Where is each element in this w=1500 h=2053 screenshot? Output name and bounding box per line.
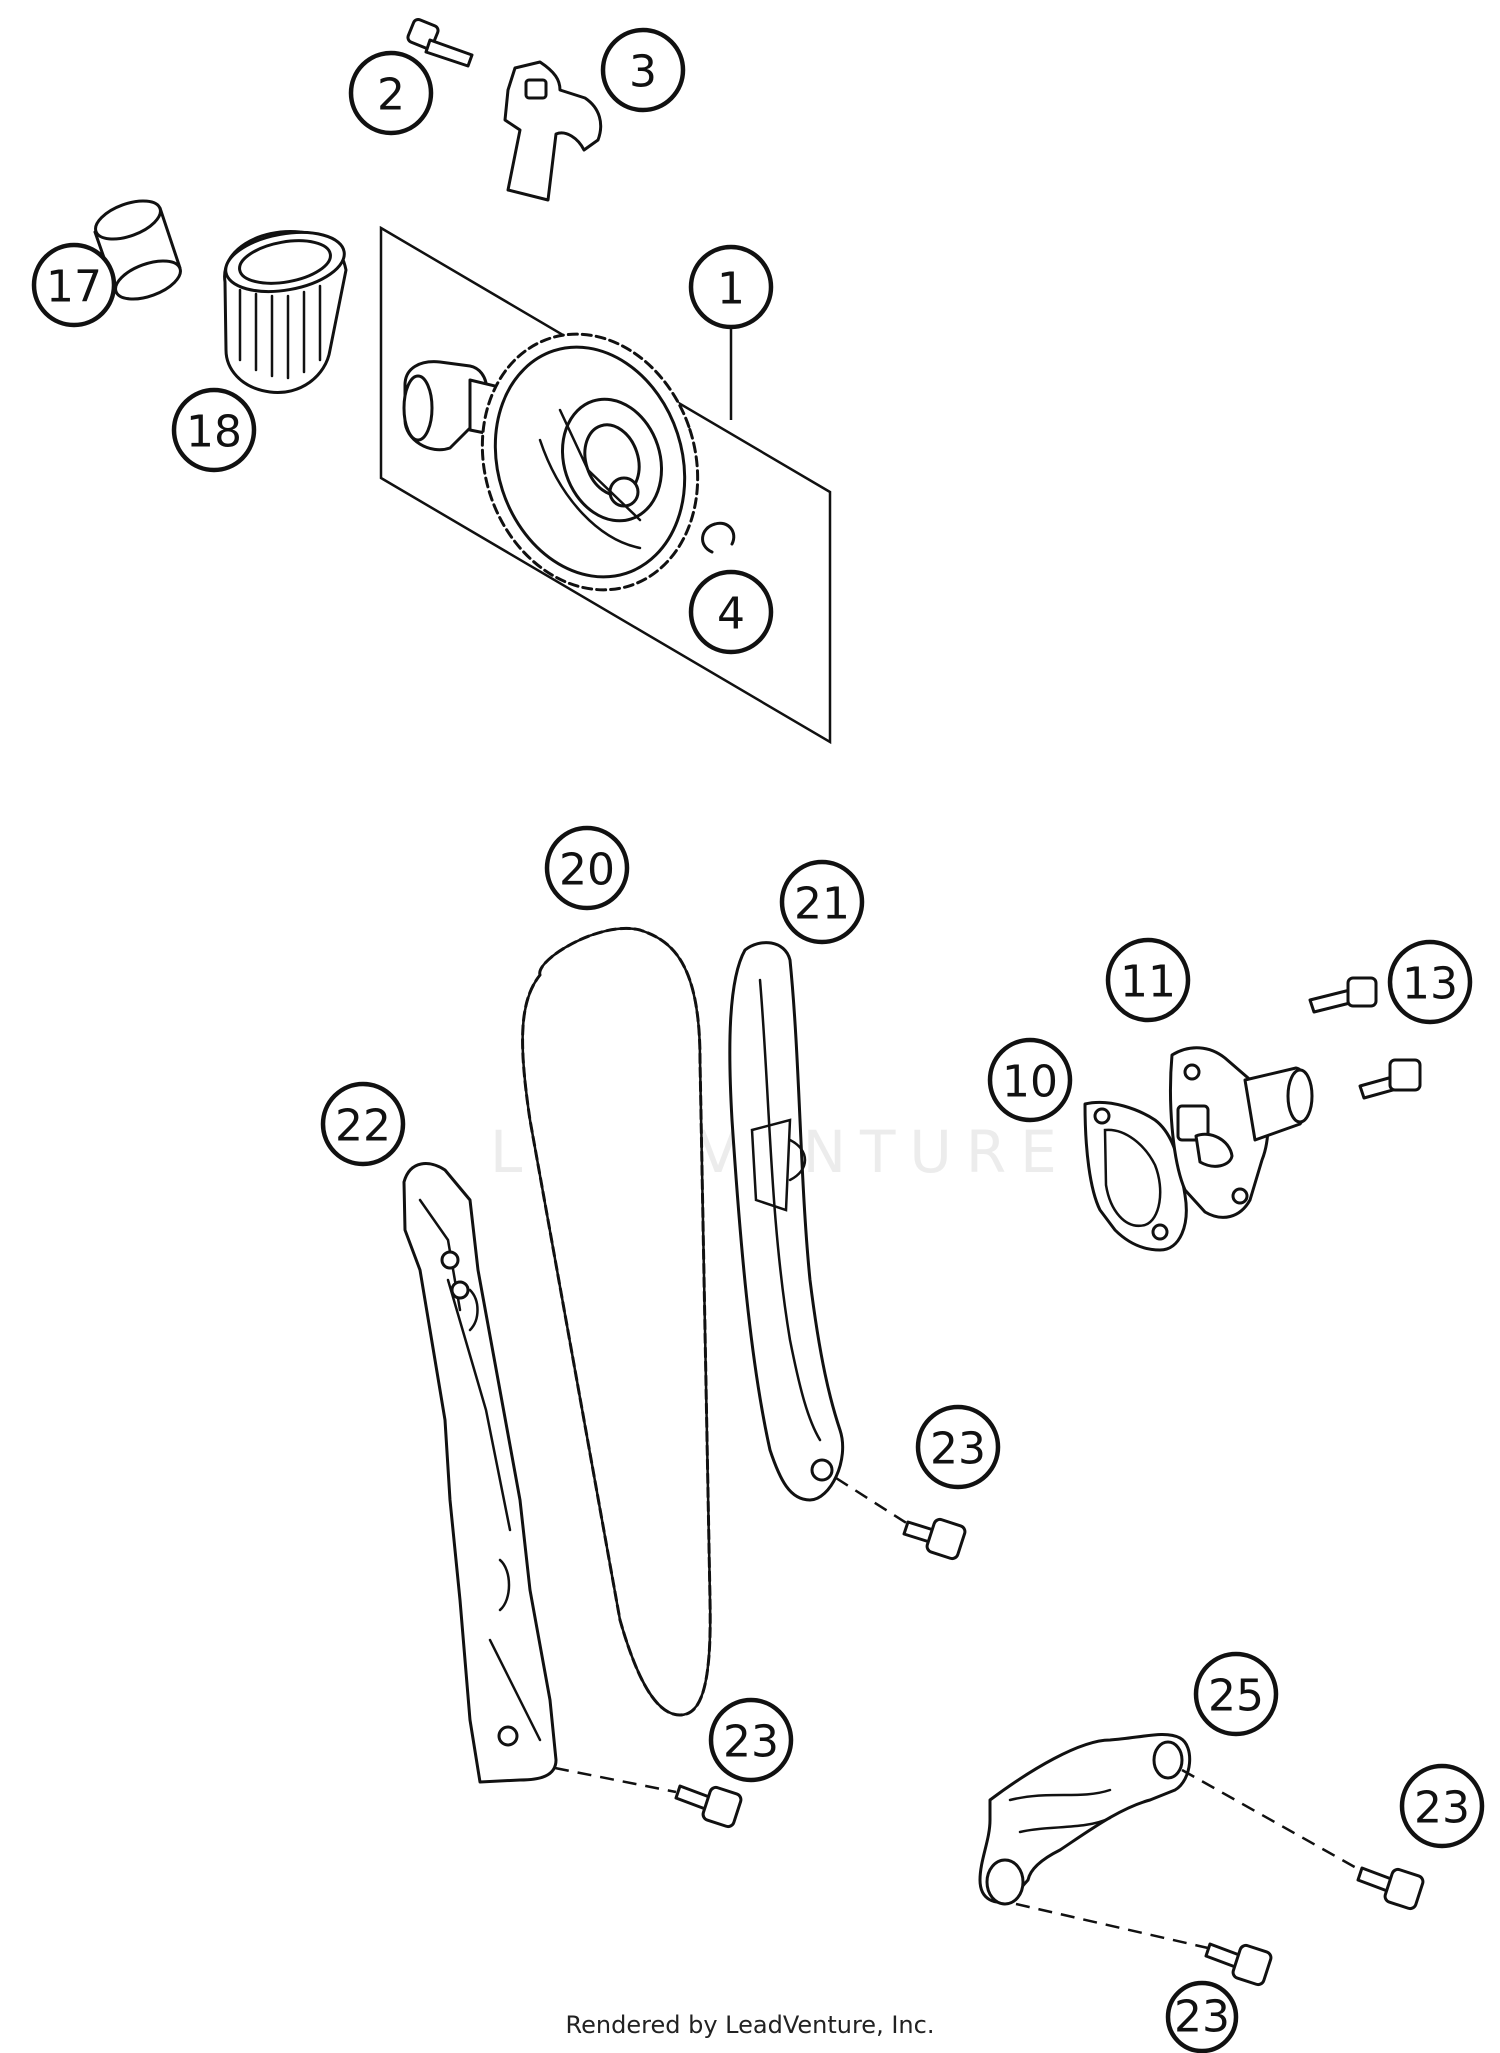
rail-bolt-upper-part (902, 1517, 967, 1561)
callout-22: 22 (320, 1081, 406, 1167)
callout-18: 18 (171, 387, 257, 473)
tensioning-rail-part (728, 941, 845, 1502)
svg-text:13: 13 (1402, 959, 1458, 1010)
rail-bolt-middle-part (674, 1784, 743, 1829)
lower-guide-rail-part (978, 1733, 1192, 1906)
tensioner-bolt-upper-part (1308, 976, 1378, 1014)
callout-21: 21 (779, 859, 865, 945)
bracket-part (503, 60, 603, 202)
callout-23-bottom: 23 (1165, 1980, 1239, 2053)
chain-tensioner-part (1169, 1046, 1314, 1219)
tensioner-bolt-lower-part (1358, 1058, 1422, 1100)
footer-credit: Rendered by LeadVenture, Inc. (565, 2011, 935, 2039)
assembly-lines (554, 1476, 1361, 1950)
svg-text:1: 1 (717, 264, 745, 315)
svg-text:22: 22 (335, 1101, 391, 1152)
callout-2: 2 (348, 50, 434, 136)
svg-text:23: 23 (723, 1717, 779, 1768)
camshaft-sprocket-part (402, 332, 700, 592)
gasket-part (1083, 1100, 1188, 1252)
svg-text:17: 17 (46, 262, 102, 313)
guide-rail-part (402, 1162, 558, 1784)
svg-text:23: 23 (1414, 1783, 1470, 1834)
rail-bolt-bottom-part (1204, 1942, 1273, 1987)
callout-1: 1 (688, 244, 774, 330)
svg-text:18: 18 (186, 407, 242, 458)
callout-11: 11 (1105, 937, 1191, 1023)
camshaft-assembly-box (379, 225, 832, 745)
svg-text:3: 3 (629, 47, 657, 98)
timing-chain-part (521, 926, 712, 1717)
callout-4: 4 (688, 569, 774, 655)
callout-23-right: 23 (1399, 1763, 1485, 1849)
rail-bolt-right-part (1356, 1866, 1425, 1911)
svg-text:20: 20 (559, 845, 615, 896)
svg-text:21: 21 (794, 879, 850, 930)
callout-17: 17 (31, 242, 117, 328)
svg-text:10: 10 (1002, 1057, 1058, 1108)
svg-text:4: 4 (717, 589, 745, 640)
svg-text:11: 11 (1120, 957, 1176, 1008)
roller-bearing-part (223, 230, 348, 394)
callout-10: 10 (987, 1037, 1073, 1123)
callout-13: 13 (1387, 939, 1473, 1025)
bolt-part (406, 18, 474, 68)
svg-text:23: 23 (930, 1424, 986, 1475)
callout-25: 25 (1193, 1651, 1279, 1737)
callout-23-middle: 23 (708, 1697, 794, 1783)
callout-23-upper: 23 (915, 1404, 1001, 1490)
circlip-part (701, 521, 736, 554)
svg-text:23: 23 (1174, 1992, 1230, 2043)
callout-3: 3 (600, 27, 686, 113)
svg-text:2: 2 (377, 70, 405, 121)
needle-bearing-part (93, 199, 182, 301)
svg-text:25: 25 (1208, 1671, 1264, 1722)
callout-20: 20 (544, 825, 630, 911)
